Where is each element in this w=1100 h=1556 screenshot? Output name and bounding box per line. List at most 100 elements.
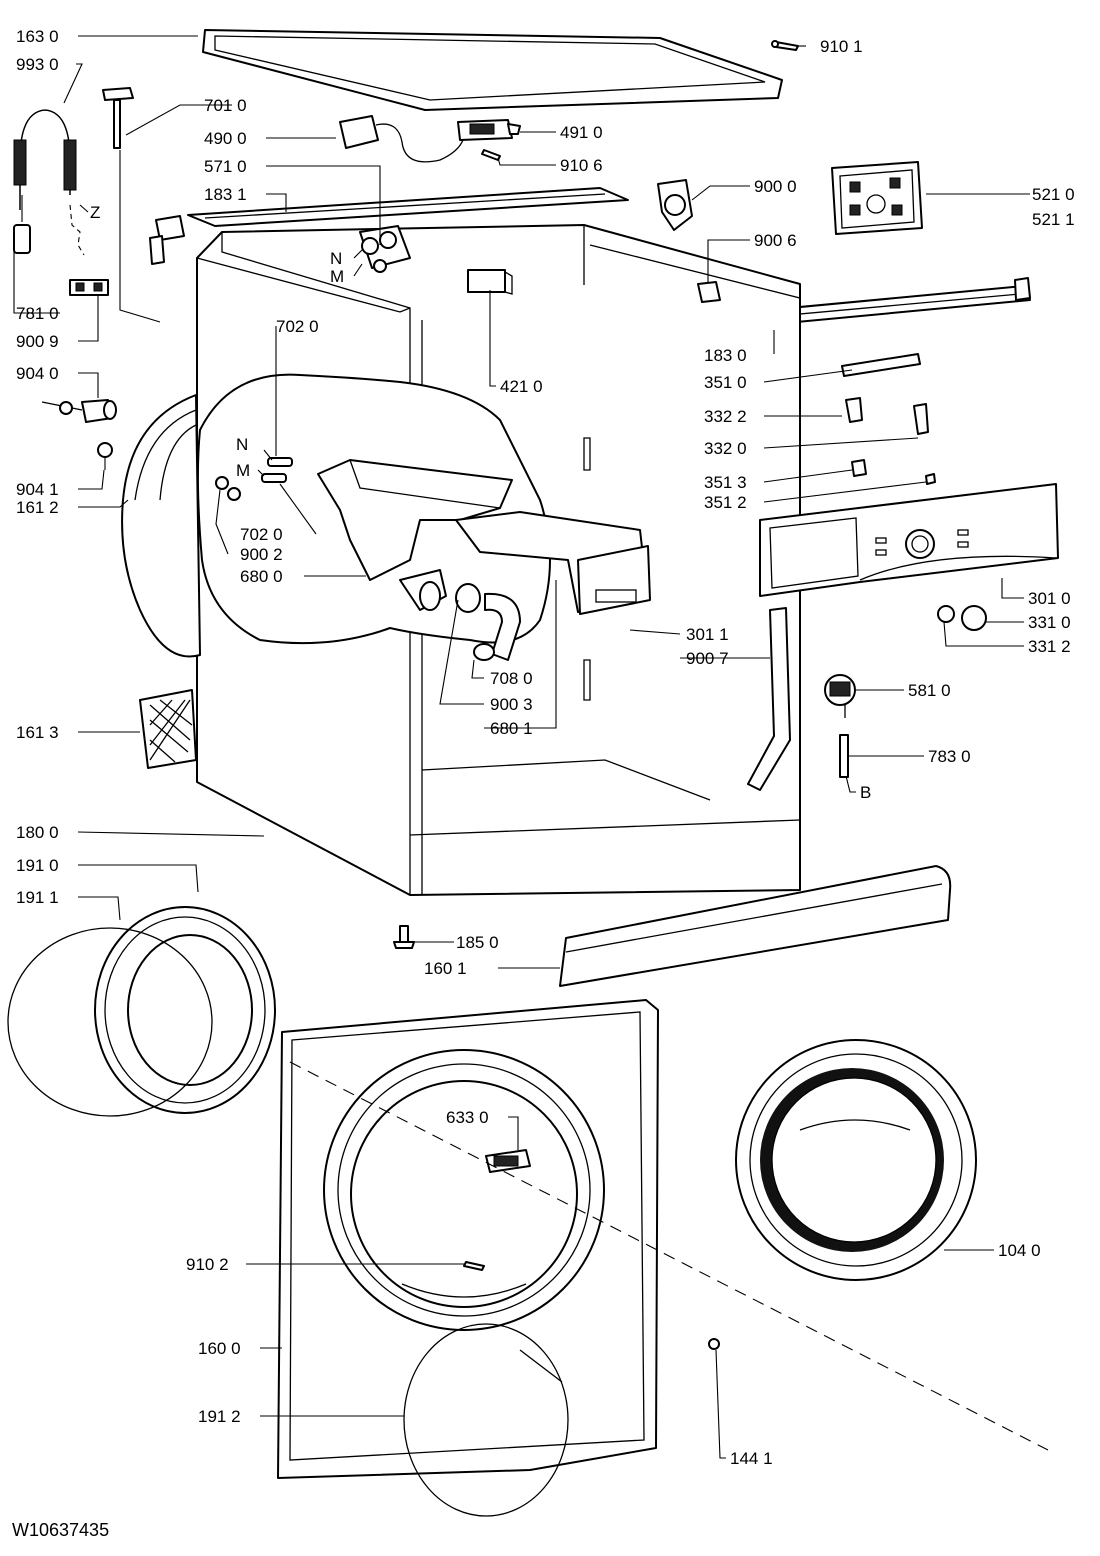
door-lock-part — [485, 1149, 531, 1173]
bellows-hose-part — [455, 583, 521, 661]
dispenser-housing-part — [317, 459, 513, 611]
grille-161-3-part — [139, 689, 197, 769]
power-cord-part — [339, 115, 464, 163]
pressure-switch-part — [824, 674, 856, 718]
callout-900-9: 900 9 — [16, 332, 59, 351]
hose-fitting-part — [149, 215, 185, 265]
callout-783-0: 783 0 — [928, 747, 971, 766]
part-332-2 — [845, 397, 863, 423]
bracket-900-0-part — [657, 179, 693, 231]
callout-910-1: 910 1 — [820, 37, 863, 56]
rod-783-0-part — [839, 734, 849, 778]
callout-490-0: 490 0 — [204, 129, 247, 148]
callout-680-0: 680 0 — [240, 567, 283, 586]
rear-panel-161-2-part — [121, 394, 201, 658]
callout-351-2: 351 2 — [704, 493, 747, 512]
callout-571-0: 571 0 — [204, 157, 247, 176]
document-id: W10637435 — [12, 1520, 109, 1540]
hose-n-part — [267, 457, 293, 467]
callout-900-7: 900 7 — [686, 649, 729, 668]
callout-161-3: 161 3 — [16, 723, 59, 742]
relay-421-0-part — [467, 269, 513, 295]
callout-n-valve: N — [330, 249, 342, 268]
inlet-valve-part — [359, 225, 411, 273]
screw-910-2-part — [463, 1261, 485, 1271]
button-strip-part — [841, 353, 921, 377]
callout-m-valve: M — [330, 267, 344, 286]
callout-160-0: 160 0 — [198, 1339, 241, 1358]
callout-m-hose: M — [236, 461, 250, 480]
callout-521-0: 521 0 — [1032, 185, 1075, 204]
callout-163-0: 163 0 — [16, 27, 59, 46]
leader-lines — [13, 35, 1030, 1459]
part-351-3 — [851, 459, 867, 477]
callout-701-0: 701 0 — [204, 96, 247, 115]
callout-900-6: 900 6 — [754, 231, 797, 250]
callout-910-2: 910 2 — [186, 1255, 229, 1274]
callout-581-0: 581 0 — [908, 681, 951, 700]
clamp-900-2-b-part — [227, 487, 241, 501]
callout-332-2: 332 2 — [704, 407, 747, 426]
callout-904-0: 904 0 — [16, 364, 59, 383]
nut-144-1-part — [708, 1338, 720, 1350]
callout-351-3: 351 3 — [704, 473, 747, 492]
callout-900-2: 900 2 — [240, 545, 283, 564]
callout-191-0: 191 0 — [16, 856, 59, 875]
callout-b: B — [860, 783, 871, 802]
door-104-0-part — [735, 1039, 977, 1281]
callout-191-1: 191 1 — [16, 888, 59, 907]
screw-910-1-part — [771, 40, 799, 51]
clamp-900-2-a-part — [215, 476, 229, 490]
screw-910-6-part — [481, 149, 501, 161]
foot-185-0-part — [393, 925, 415, 949]
callout-301-0: 301 0 — [1028, 589, 1071, 608]
callout-781-0: 781 0 — [16, 304, 59, 323]
callout-633-0: 633 0 — [446, 1108, 489, 1127]
door-gasket-part — [7, 906, 276, 1117]
callout-301-1: 301 1 — [686, 625, 729, 644]
filter-491-0-part — [457, 119, 521, 141]
callout-185-0: 185 0 — [456, 933, 499, 952]
clip-900-9-part — [69, 279, 109, 296]
callout-680-1: 680 1 — [490, 719, 533, 738]
clip-900-6-part — [697, 281, 721, 303]
callout-labels: 163 0 993 0 701 0 490 0 571 0 183 1 910 … — [16, 27, 1075, 1468]
part-351-2 — [925, 473, 936, 485]
callout-331-0: 331 0 — [1028, 613, 1071, 632]
callout-n-hose: N — [236, 435, 248, 454]
callout-144-1: 144 1 — [730, 1449, 773, 1468]
callout-900-0: 900 0 — [754, 177, 797, 196]
counterweight-part — [41, 399, 117, 470]
callout-331-2: 331 2 — [1028, 637, 1071, 656]
callout-180-0: 180 0 — [16, 823, 59, 842]
ring-spring-part — [403, 1323, 569, 1517]
callout-z: Z — [90, 203, 100, 222]
knob-rod-part — [102, 87, 161, 323]
callout-702-0-b: 702 0 — [240, 525, 283, 544]
wire-holder-part — [747, 607, 791, 791]
assembly-axis — [289, 1061, 1049, 1451]
control-board-part — [831, 161, 923, 235]
kick-plate-part — [559, 865, 952, 987]
callout-900-3: 900 3 — [490, 695, 533, 714]
knob-331-0-part — [961, 605, 987, 631]
top-cover-part — [202, 29, 783, 111]
callout-702-0-a: 702 0 — [276, 317, 319, 336]
callout-993-0: 993 0 — [16, 55, 59, 74]
callout-104-0: 104 0 — [998, 1241, 1041, 1260]
rear-rail-part — [187, 187, 629, 227]
dispenser-drawer-part — [455, 511, 651, 615]
callout-521-1: 521 1 — [1032, 210, 1075, 229]
callout-910-6: 910 6 — [560, 156, 603, 175]
ring-331-2-part — [937, 605, 955, 623]
callout-183-0: 183 0 — [704, 346, 747, 365]
callout-332-0: 332 0 — [704, 439, 747, 458]
callout-708-0: 708 0 — [490, 669, 533, 688]
control-panel-part — [759, 483, 1059, 597]
inlet-hose-part — [13, 109, 85, 256]
callout-351-0: 351 0 — [704, 373, 747, 392]
front-panel-part — [277, 999, 659, 1479]
callout-161-2: 161 2 — [16, 498, 59, 517]
callout-191-2: 191 2 — [198, 1407, 241, 1426]
